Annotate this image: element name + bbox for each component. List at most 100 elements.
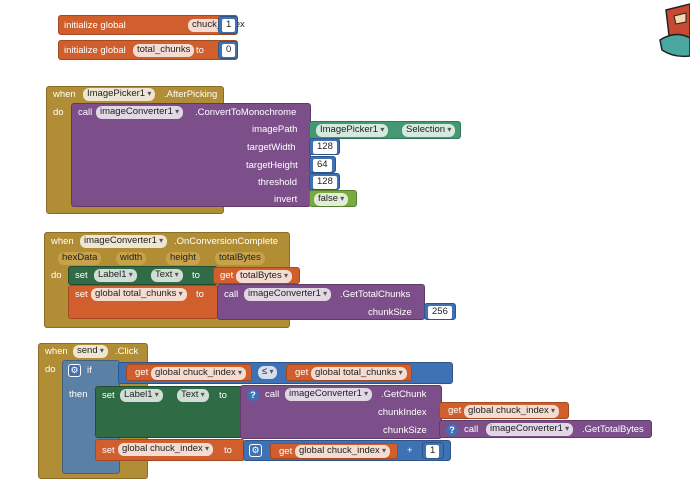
converter-dropdown[interactable]: imageConverter1: [96, 106, 184, 119]
component-dropdown[interactable]: Label1: [120, 389, 163, 402]
gear-icon[interactable]: ⚙: [249, 444, 262, 457]
imagepicker-selection-getter[interactable]: ImagePicker1 Selection: [309, 121, 461, 139]
event-param-width[interactable]: width: [116, 252, 147, 265]
number-block-increment[interactable]: 1: [422, 442, 444, 459]
converter-dropdown[interactable]: imageConverter1: [244, 288, 332, 301]
get-label: get: [448, 405, 462, 416]
to-label: to: [219, 390, 227, 401]
set-label: set: [75, 270, 88, 281]
param-chunkindex: chunkIndex: [378, 407, 427, 418]
var-name-total-chunks[interactable]: total_chunks: [133, 44, 195, 57]
component-dropdown[interactable]: imageConverter1: [80, 235, 168, 248]
number-block-width[interactable]: 128: [309, 138, 340, 155]
get-label: get: [135, 367, 149, 378]
number-block-height[interactable]: 64: [309, 156, 336, 173]
gear-icon[interactable]: ⚙: [68, 364, 81, 377]
init-global-label: initialize global: [64, 45, 126, 56]
get-totalbytes-block[interactable]: get totalBytes: [213, 267, 300, 284]
var-dropdown[interactable]: global chuck_index: [464, 405, 560, 418]
method-label: .GetChunk: [381, 389, 427, 400]
logic-block-invert[interactable]: false: [309, 190, 357, 207]
component-dropdown[interactable]: Label1: [94, 269, 137, 282]
get-label: get: [220, 270, 234, 281]
param-chunksize: chunkSize: [383, 425, 427, 436]
call-convert-to-monochrome-block[interactable]: call imageConverter1 .ConvertToMonochrom…: [71, 103, 311, 207]
call-label: call: [464, 424, 479, 435]
set-label1-text-block[interactable]: set Label1 Text to: [95, 386, 245, 438]
to-label: to: [192, 270, 200, 281]
get-chuck-index-block[interactable]: get global chuck_index: [439, 402, 569, 419]
when-label: when: [51, 236, 74, 247]
event-param-height[interactable]: height: [166, 252, 200, 265]
event-param-hexdata[interactable]: hexData: [58, 252, 102, 265]
to-label: to: [254, 20, 262, 31]
var-dropdown[interactable]: totalBytes: [236, 270, 292, 283]
method-label: .GetTotalBytes: [582, 424, 644, 435]
converter-dropdown[interactable]: imageConverter1: [486, 423, 574, 436]
param-imagepath: imagePath: [252, 124, 298, 135]
to-label: to: [224, 445, 232, 456]
var-dropdown[interactable]: global chuck_index: [151, 367, 247, 380]
get-total-chunks-block[interactable]: get global total_chunks: [286, 364, 412, 381]
call-gettotalchunks-block[interactable]: call imageConverter1 .GetTotalChunks chu…: [217, 284, 425, 320]
if-label: if: [87, 365, 92, 376]
number-value[interactable]: 0: [222, 44, 236, 57]
var-dropdown[interactable]: global total_chunks: [91, 288, 187, 301]
number-block-total-chunks[interactable]: 0: [218, 41, 238, 59]
number-block-chuck-index[interactable]: 1: [218, 16, 238, 34]
event-name-label: .Click: [115, 346, 139, 357]
set-global-total-chunks-block[interactable]: set global total_chunks to: [68, 285, 218, 319]
component-dropdown[interactable]: send: [73, 345, 108, 358]
get-label: get: [279, 446, 293, 457]
param-chunksize: chunkSize: [368, 307, 412, 318]
event-name-label: .OnConversionComplete: [174, 236, 279, 247]
compare-operator-dropdown[interactable]: ≤: [258, 366, 278, 379]
param-invert: invert: [274, 194, 298, 205]
number-value[interactable]: 256: [428, 306, 452, 319]
number-value[interactable]: 64: [313, 159, 332, 172]
to-label: to: [196, 45, 204, 56]
property-dropdown[interactable]: Text: [177, 389, 209, 402]
component-dropdown[interactable]: ImagePicker1: [83, 88, 156, 101]
get-chuck-index-block[interactable]: get global chuck_index: [270, 443, 398, 459]
do-label: do: [53, 107, 64, 118]
init-global-label: initialize global: [64, 20, 126, 31]
init-global-chuck-index-block[interactable]: initialize global chuck_index to: [58, 15, 262, 35]
to-label: to: [196, 289, 204, 300]
call-getchunk-block[interactable]: ? call imageConverter1 .GetChunk chunkIn…: [240, 385, 442, 439]
help-icon[interactable]: ?: [247, 389, 259, 401]
number-block-threshold[interactable]: 128: [309, 173, 340, 190]
number-value[interactable]: 1: [426, 445, 440, 458]
help-icon[interactable]: ?: [446, 424, 458, 436]
method-label: .GetTotalChunks: [340, 289, 411, 300]
init-global-total-chunks-block[interactable]: initialize global total_chunks to: [58, 40, 238, 60]
do-label: do: [45, 364, 56, 375]
set-label: set: [102, 445, 115, 456]
backpack-icon[interactable]: [656, 0, 690, 62]
then-label: then: [69, 389, 88, 400]
number-value[interactable]: 128: [313, 141, 337, 154]
set-global-chuck-index-block[interactable]: set global chuck_index to: [95, 439, 245, 461]
converter-dropdown[interactable]: imageConverter1: [285, 388, 373, 401]
when-label: when: [45, 346, 68, 357]
property-dropdown[interactable]: Selection: [402, 124, 456, 137]
event-name-label: .AfterPicking: [164, 89, 218, 100]
param-targetwidth: targetWidth: [247, 142, 296, 153]
number-value[interactable]: 1: [222, 19, 236, 32]
plus-operator: +: [407, 445, 413, 456]
var-dropdown[interactable]: global total_chunks: [311, 367, 407, 380]
boolean-dropdown[interactable]: false: [314, 193, 349, 206]
param-threshold: threshold: [258, 177, 298, 188]
get-chuck-index-block[interactable]: get global chuck_index: [126, 364, 252, 381]
number-block-chunksize[interactable]: 256: [424, 303, 456, 320]
set-label1-text-block[interactable]: set Label1 Text to: [68, 266, 218, 285]
when-label: when: [53, 89, 76, 100]
call-gettotalbytes-block[interactable]: ? call imageConverter1 .GetTotalBytes: [439, 420, 652, 438]
var-dropdown[interactable]: global chuck_index: [295, 445, 391, 458]
component-dropdown[interactable]: ImagePicker1: [316, 124, 389, 137]
var-dropdown[interactable]: global chuck_index: [118, 443, 214, 456]
number-value[interactable]: 128: [313, 176, 337, 189]
property-dropdown[interactable]: Text: [151, 269, 183, 282]
param-targetheight: targetHeight: [246, 160, 298, 171]
event-param-totalbytes[interactable]: totalBytes: [215, 252, 265, 265]
